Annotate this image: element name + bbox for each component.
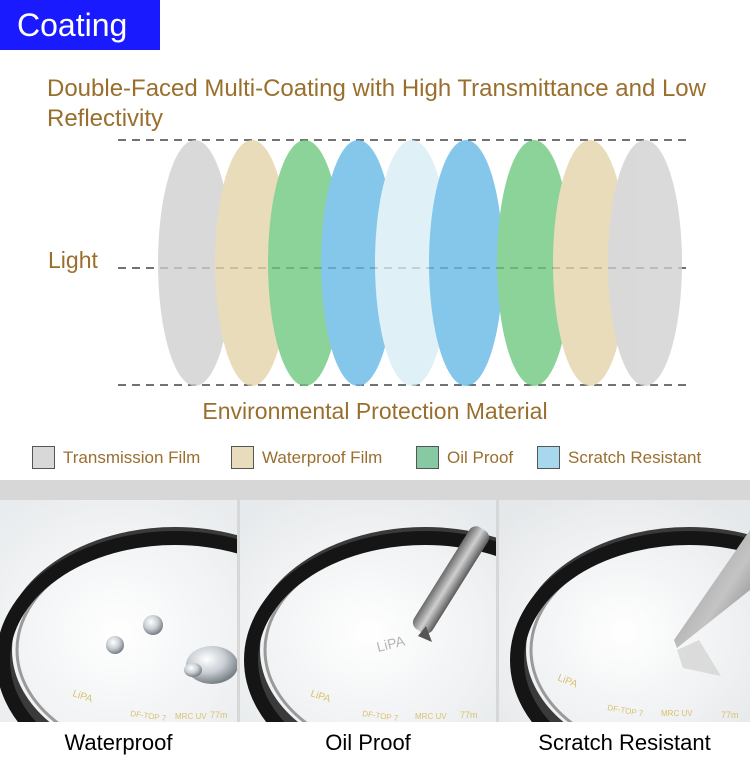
ring-coating-text: MRC UV [175,712,207,721]
film-layer-scratch-2 [429,140,503,386]
filter-ring-band [510,531,750,722]
photo-band: LiPA DF-TOP 7 MRC UV 77m [0,480,750,784]
film-layer-transmission-2 [608,140,682,386]
film-layer-scratch-1 [321,140,395,386]
legend-swatch [416,446,439,469]
legend: Transmission Film Waterproof Film Oil Pr… [32,444,750,474]
ring-model-text: DF-TOP 7 [130,709,168,722]
section-tag: Coating [0,0,160,50]
legend-label: Scratch Resistant [568,448,702,467]
knife-blade [674,530,750,648]
legend-label: Oil Proof [447,448,514,467]
film-layer-clear [375,140,449,386]
photo-waterproof: LiPA DF-TOP 7 MRC UV 77m [0,500,237,722]
caption-oil-proof: Oil Proof [325,730,411,755]
scratch-photo-graphic: LiPA DF-TOP 7 MRC UV 77m [499,500,750,722]
ring-size-text: 77m [210,710,228,720]
photo-strip: LiPA DF-TOP 7 MRC UV 77m [0,500,750,722]
oil-proof-photo-graphic: LiPA LiPA DF-TOP 7 MRC UV 77m [240,500,496,722]
headline: Double-Faced Multi-Coating with High Tra… [47,75,706,132]
legend-swatch [231,446,254,469]
caption-waterproof: Waterproof [64,730,173,755]
material-label: Environmental Protection Material [202,398,548,424]
filter-ring-band [244,531,496,722]
filter-ring-band [0,531,237,722]
water-droplets [106,615,237,684]
ring-coating-text: MRC UV [415,712,447,721]
ring-coating-text: MRC UV [661,709,693,718]
waterproof-photo-graphic: LiPA DF-TOP 7 MRC UV 77m [0,500,237,722]
light-label: Light [48,247,98,273]
legend-label: Transmission Film [63,448,201,467]
film-layer-oilproof-2 [497,140,571,386]
photo-scratch-resistant: LiPA DF-TOP 7 MRC UV 77m [499,500,750,722]
legend-swatch [537,446,560,469]
photo-oil-proof: LiPA LiPA DF-TOP 7 MRC UV 77m [240,500,496,722]
marker-pen [412,526,490,642]
film-layer-transmission-1 [158,140,232,386]
blade-reflection [677,640,721,676]
film-layers [158,140,682,386]
legend-label: Waterproof Film [262,448,383,467]
film-layer-oilproof-1 [268,140,342,386]
caption-row: Waterproof Oil Proof Scratch Resistant [0,722,750,784]
oil-writing-text: LiPA [375,632,407,655]
ring-model-text: DF-TOP 7 [362,709,400,722]
legend-swatch [32,446,55,469]
film-layer-waterproof-1 [215,140,289,386]
ring-size-text: 77m [460,710,478,720]
film-layer-waterproof-2 [553,140,627,386]
coating-layer-diagram [118,139,690,386]
caption-scratch-resistant: Scratch Resistant [538,730,711,755]
ring-size-text: 77m [721,710,739,720]
